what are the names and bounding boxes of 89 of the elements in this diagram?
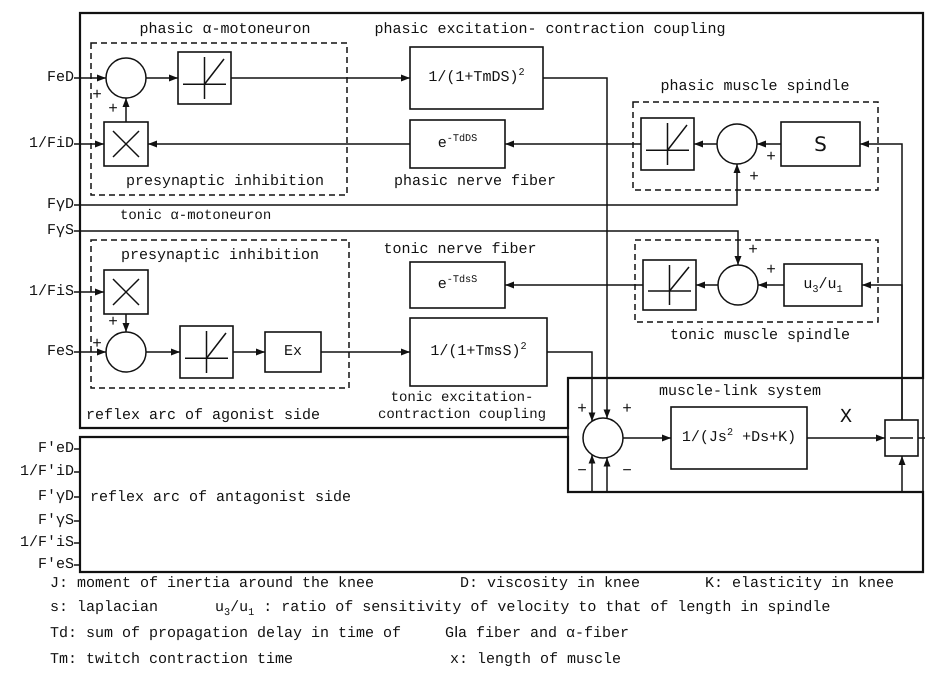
input-signal-label: 1/F'iD	[20, 463, 74, 481]
block-caption: phasic nerve fiber	[394, 173, 556, 191]
signal-arrow	[547, 351, 596, 422]
sign-label: +	[577, 400, 587, 418]
signal-arrow	[758, 282, 784, 288]
note-text: K: elasticity in knee	[705, 575, 894, 593]
sign-label: +	[108, 100, 118, 118]
signal-arrow	[898, 456, 906, 492]
line-title: tonic α-motoneuron	[120, 208, 272, 224]
group-title: presynaptic inhibition	[120, 247, 320, 265]
signal-arrow	[694, 140, 717, 148]
sign-label: +	[108, 313, 118, 331]
transfer-function: u$_{3}$/u$_{1}$	[803, 276, 843, 294]
signal-arrow	[146, 74, 178, 82]
transfer-function: 1/(Js$^{2}$ +Ds+K)	[682, 429, 796, 447]
signal-arrow	[74, 230, 742, 265]
signal-line	[918, 437, 925, 439]
note-text: u$_{3}$/u$_{1}$ : ratio of sensitivity of velocity to that of length in spindle	[215, 599, 830, 617]
signal-arrow	[604, 458, 610, 492]
signal-arrow	[505, 282, 643, 288]
block-caption: presynaptic inhibition	[126, 173, 324, 191]
signal-line	[74, 520, 80, 522]
input-signal-label: FγS	[46, 222, 74, 240]
signal-arrow	[623, 434, 671, 442]
input-signal-label: FγD	[46, 196, 74, 214]
block-title: phasic excitation- contraction coupling	[374, 21, 726, 39]
group-title: muscle-link system	[658, 383, 822, 401]
input-signal-label: F'γD	[38, 488, 74, 506]
input-signal-label: F'eS	[38, 556, 74, 574]
note-text: Tm: twitch contraction time	[50, 651, 294, 669]
signal-line	[74, 471, 80, 473]
input-signal-label: FeS	[46, 343, 74, 361]
note-text: GⅠa fiber and α-fiber	[445, 625, 630, 643]
signal-line	[74, 564, 80, 566]
signal-arrow	[588, 454, 596, 492]
signal-arrow	[122, 314, 130, 332]
sign-label: +	[748, 241, 758, 259]
signal-arrow	[74, 348, 106, 356]
signal-line	[74, 496, 80, 498]
signal-arrow	[505, 140, 641, 148]
signal-line	[74, 542, 80, 544]
note-text: s: laplacian	[50, 599, 158, 617]
input-signal-label: 1/FiS	[28, 283, 74, 301]
signal-arrow	[148, 140, 410, 148]
region-title: reflex arc of agonist side	[86, 407, 320, 425]
group-title: phasic muscle spindle	[660, 78, 850, 96]
signal-arrow	[807, 434, 885, 442]
signal-arrow	[74, 140, 104, 148]
signal-arrow	[233, 348, 265, 356]
transfer-function: S	[814, 132, 827, 156]
transfer-function: Ex	[284, 343, 302, 361]
signal-arrow	[862, 282, 903, 420]
group-title: tonic muscle spindle	[670, 327, 850, 345]
region-title: reflex arc of antagonist side	[90, 489, 352, 507]
sign-label: +	[766, 148, 776, 166]
block-title: tonic nerve fiber	[383, 241, 537, 259]
sign-label: −	[622, 462, 632, 480]
signal-arrow	[231, 74, 410, 82]
transfer-function: e$^{-TdDS}$	[438, 135, 478, 153]
transfer-function: 1/(1+TmDS)$^{2}$	[428, 69, 525, 87]
signal-arrow	[321, 348, 410, 356]
block-caption: tonic excitation- contraction coupling	[376, 390, 548, 424]
note-text: J: moment of inertia around the knee	[50, 575, 374, 593]
sign-label: +	[92, 86, 102, 104]
transfer-function: 1/(1+TmsS)$^{2}$	[430, 343, 527, 361]
transfer-function: e$^{-TdsS}$	[438, 276, 478, 294]
signal-arrow	[146, 348, 180, 356]
input-signal-label: F'γS	[38, 512, 74, 530]
signal-arrow	[122, 98, 130, 122]
sign-label: +	[92, 335, 102, 353]
input-signal-label: 1/FiD	[28, 135, 74, 153]
sign-label: +	[749, 168, 759, 186]
sign-label: +	[622, 400, 632, 418]
sign-label: +	[766, 261, 776, 279]
input-signal-label: F'eD	[38, 440, 74, 458]
signal-arrow	[74, 288, 104, 296]
signal-arrow	[757, 140, 781, 148]
signal-arrow	[74, 74, 106, 82]
sign-label: −	[577, 462, 587, 480]
signal-line	[74, 448, 80, 450]
note-text: x: length of muscle	[450, 651, 622, 669]
group-title: phasic α-motoneuron	[139, 21, 311, 39]
signal-arrow	[543, 77, 610, 418]
input-signal-label: FeD	[46, 69, 74, 87]
signal-arrow	[74, 164, 740, 206]
signal-arrow	[696, 282, 718, 288]
note-text: D: viscosity in knee	[460, 575, 640, 593]
note-text: Td: sum of propagation delay in time of	[50, 625, 402, 643]
input-signal-label: 1/F'iS	[20, 534, 74, 552]
